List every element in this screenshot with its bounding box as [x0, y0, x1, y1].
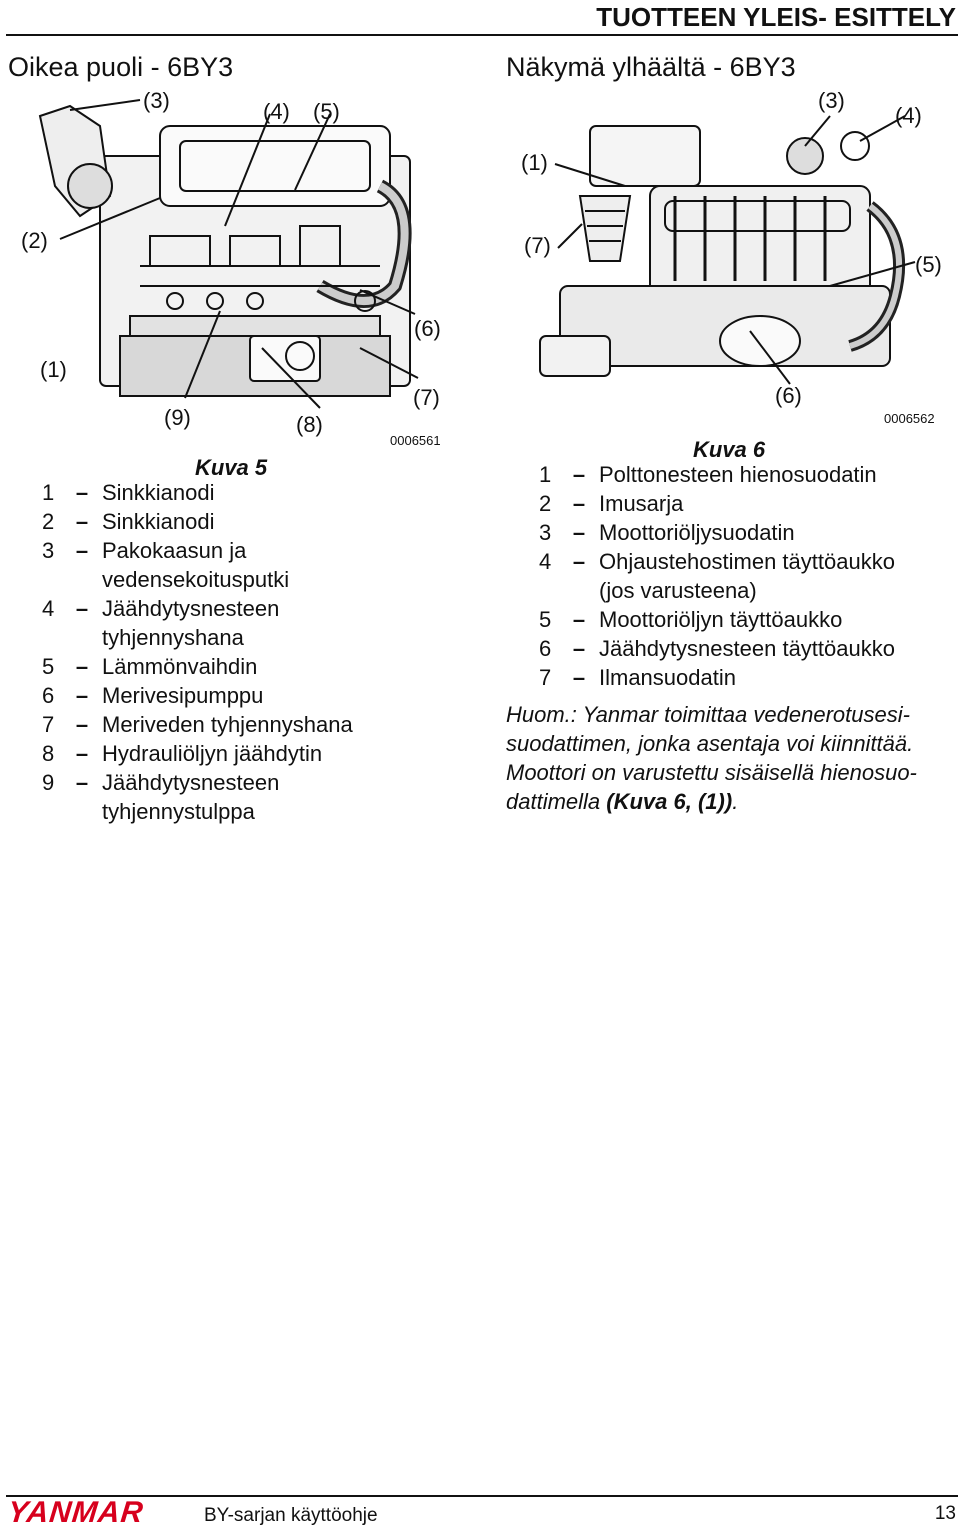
footer-rule	[6, 1495, 958, 1497]
yanmar-logo: YANMAR	[6, 1496, 146, 1529]
legend-item: tyhjennyshana	[102, 625, 244, 650]
right-title: Näkymä ylhäältä - 6BY3	[506, 52, 796, 82]
fig6-callout-3: (3)	[818, 88, 845, 113]
legend-item: 2–Sinkkianodi	[42, 509, 215, 534]
fig6-callout-7: (7)	[524, 233, 551, 258]
fig5-legend: 1–Sinkkianodi 2–Sinkkianodi 3–Pakokaasun…	[42, 478, 462, 826]
legend-item: 5–Moottoriöljyn täyttöaukko	[539, 607, 843, 632]
note-paragraph: Huom.: Yanmar toimittaa vedenerotusesi- …	[506, 700, 956, 816]
legend-item: 6–Jäähdytysnesteen täyttöaukko	[539, 636, 895, 661]
note-label: Huom.	[506, 702, 571, 727]
note-line-3: Moottori on varustettu sisäisellä hienos…	[506, 760, 917, 785]
fig5-callout-3: (3)	[143, 88, 170, 113]
legend-item: 4–Ohjaustehostimen täyttöaukko	[539, 549, 895, 574]
header-rule	[6, 34, 958, 36]
note-line-4: dattimella	[506, 789, 607, 814]
fig5-callout-9: (9)	[164, 405, 191, 430]
page-number: 13	[934, 1503, 956, 1524]
note-line-4-end: .	[732, 789, 739, 814]
note-figure-reference: (Kuva 6, (1))	[606, 789, 733, 814]
fig5-callout-4: (4)	[263, 99, 290, 124]
fig5-callout-5: (5)	[313, 99, 340, 124]
fig6-callout-4: (4)	[895, 103, 922, 128]
note-line-2: suodattimen, jonka asentaja voi kiinnitt…	[506, 731, 914, 756]
legend-item: 7–Ilmansuodatin	[539, 665, 736, 690]
legend-item: 8–Hydrauliöljyn jäähdytin	[42, 741, 323, 766]
section-header: TUOTTEEN YLEIS- ESITTELY	[596, 2, 956, 32]
fig5-image-code: 0006561	[390, 433, 441, 448]
fig6-legend: 1–Polttonesteen hienosuodatin 2–Imusarja…	[539, 460, 959, 692]
legend-item: tyhjennystulppa	[102, 799, 255, 824]
legend-item: 6–Merivesipumppu	[42, 683, 264, 708]
legend-item: 4–Jäähdytysnesteen	[42, 596, 280, 621]
left-title: Oikea puoli - 6BY3	[8, 52, 234, 82]
legend-item: 7–Meriveden tyhjennyshana	[42, 712, 353, 737]
fig5-callout-7: (7)	[413, 385, 440, 410]
legend-item: 9–Jäähdytysnesteen	[42, 770, 280, 795]
fig6-callout-6: (6)	[775, 383, 802, 408]
legend-item: 2–Imusarja	[539, 491, 684, 516]
fig5-caption: Kuva 5	[195, 455, 268, 480]
fig6-caption: Kuva 6	[693, 437, 766, 462]
legend-item: 5–Lämmönvaihdin	[42, 654, 258, 679]
legend-item: 1–Polttonesteen hienosuodatin	[539, 462, 877, 487]
legend-item: 3–Moottoriöljysuodatin	[539, 520, 795, 545]
engine-top-view-illustration	[500, 86, 960, 406]
note-line-1: : Yanmar toimittaa vedenerotusesi-	[570, 702, 910, 727]
legend-item: 3–Pakokaasun ja	[42, 538, 247, 563]
fig6-image-code: 0006562	[884, 411, 935, 426]
fig6-callout-1: (1)	[521, 150, 548, 175]
manual-title: BY-sarjan käyttöohje	[204, 1505, 378, 1526]
fig5-callout-2: (2)	[21, 228, 48, 253]
fig5-callout-1: (1)	[40, 357, 67, 382]
legend-item: (jos varusteena)	[599, 578, 757, 603]
legend-item: vedensekoitusputki	[102, 567, 290, 592]
legend-item: 1–Sinkkianodi	[42, 480, 215, 505]
fig6-callout-5: (5)	[915, 252, 942, 277]
fig5-callout-8: (8)	[296, 412, 323, 437]
fig5-callout-6: (6)	[414, 316, 441, 341]
engine-right-side-illustration	[0, 86, 470, 456]
